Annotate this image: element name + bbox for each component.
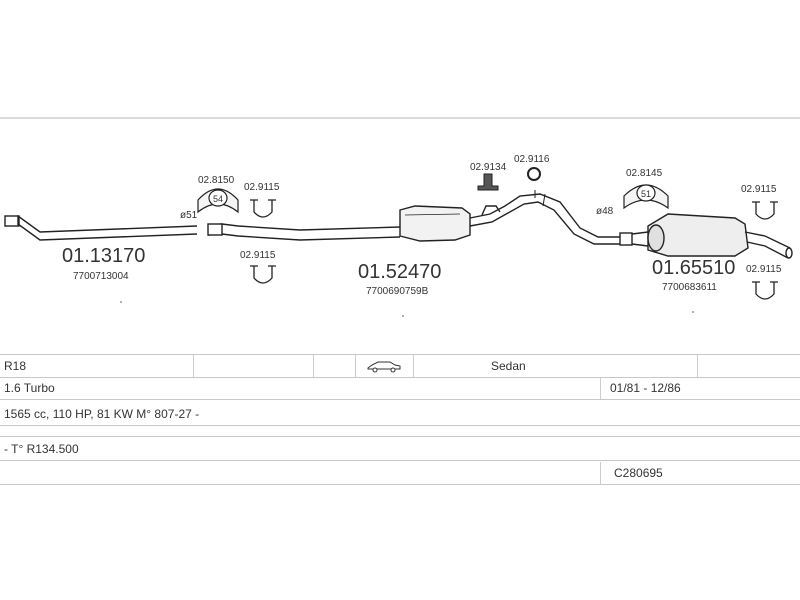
- row-code: C280695: [0, 462, 800, 485]
- gasket-rear-size: 51: [641, 189, 651, 199]
- vehicle-code: C280695: [614, 466, 663, 480]
- clamp-3-number: 02.9115: [741, 184, 777, 195]
- marker-dot: [120, 301, 122, 303]
- vehicle-model: R18: [4, 359, 27, 373]
- rear-silencer-number: 01.65510: [652, 257, 735, 279]
- hanger-2-icon[interactable]: [527, 167, 541, 181]
- clamp-2-icon[interactable]: [250, 265, 276, 284]
- clamp-4-number: 02.9115: [746, 264, 782, 275]
- gasket-front-number: 02.8150: [198, 175, 235, 186]
- hanger-1-number: 02.9134: [470, 162, 507, 173]
- rear-diameter: ø48: [596, 206, 614, 217]
- middle-silencer-oem: 7700690759B: [366, 286, 429, 297]
- vehicle-type: - T° R134.500: [4, 442, 79, 456]
- sedan-car-icon: [366, 358, 402, 380]
- vehicle-specs: 1565 cc, 110 HP, 81 KW M° 807-27 -: [4, 407, 200, 421]
- clamp-1-number: 02.9115: [244, 182, 280, 193]
- vehicle-body: Sedan: [491, 359, 526, 373]
- row-model: R18 Sedan: [0, 354, 800, 378]
- clamp-2-number: 02.9115: [240, 250, 276, 261]
- hanger-2-number: 02.9116: [514, 154, 550, 165]
- rear-silencer-drawing[interactable]: [631, 213, 793, 259]
- front-diameter: ø51: [180, 210, 198, 221]
- gasket-front-size: 54: [213, 194, 223, 204]
- middle-silencer-drawing[interactable]: [207, 190, 633, 246]
- rear-silencer-oem: 7700683611: [662, 282, 717, 293]
- front-pipe-number: 01.13170: [62, 245, 145, 267]
- vehicle-engine: 1.6 Turbo: [4, 381, 55, 395]
- clamp-1-icon[interactable]: [250, 199, 276, 218]
- front-pipe-oem: 7700713004: [73, 271, 129, 282]
- front-pipe-drawing[interactable]: [4, 215, 198, 241]
- exhaust-diagram: 54 51 01.13170 7700713004 01.52470 77006…: [0, 117, 800, 317]
- marker-dot: [402, 315, 404, 317]
- gasket-rear-icon[interactable]: [623, 184, 669, 210]
- gasket-front-icon[interactable]: [197, 188, 239, 214]
- row-type: - T° R134.500: [0, 438, 800, 461]
- clamp-4-icon[interactable]: [752, 281, 778, 300]
- vehicle-years: 01/81 - 12/86: [610, 381, 681, 395]
- row-engine: 1.6 Turbo 01/81 - 12/86: [0, 377, 800, 400]
- marker-dot: [692, 311, 694, 313]
- gasket-rear-number: 02.8145: [626, 168, 663, 179]
- row-specs: 1565 cc, 110 HP, 81 KW M° 807-27 -: [0, 403, 800, 426]
- row-empty: [0, 426, 800, 437]
- clamp-3-icon[interactable]: [752, 201, 778, 220]
- middle-silencer-number: 01.52470: [358, 261, 441, 283]
- hanger-1-icon[interactable]: [477, 173, 499, 191]
